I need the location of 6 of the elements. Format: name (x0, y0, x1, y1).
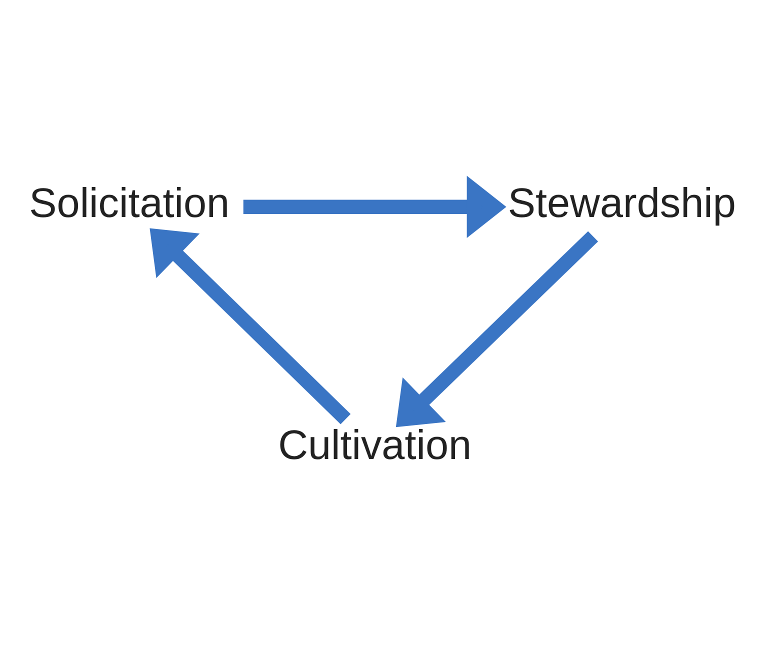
node-text: Solicitation (29, 178, 230, 226)
arrow (243, 175, 506, 238)
arrow (150, 228, 351, 424)
node-text: Cultivation (278, 420, 472, 468)
node-text: Stewardship (508, 178, 736, 226)
arrow (396, 230, 598, 427)
